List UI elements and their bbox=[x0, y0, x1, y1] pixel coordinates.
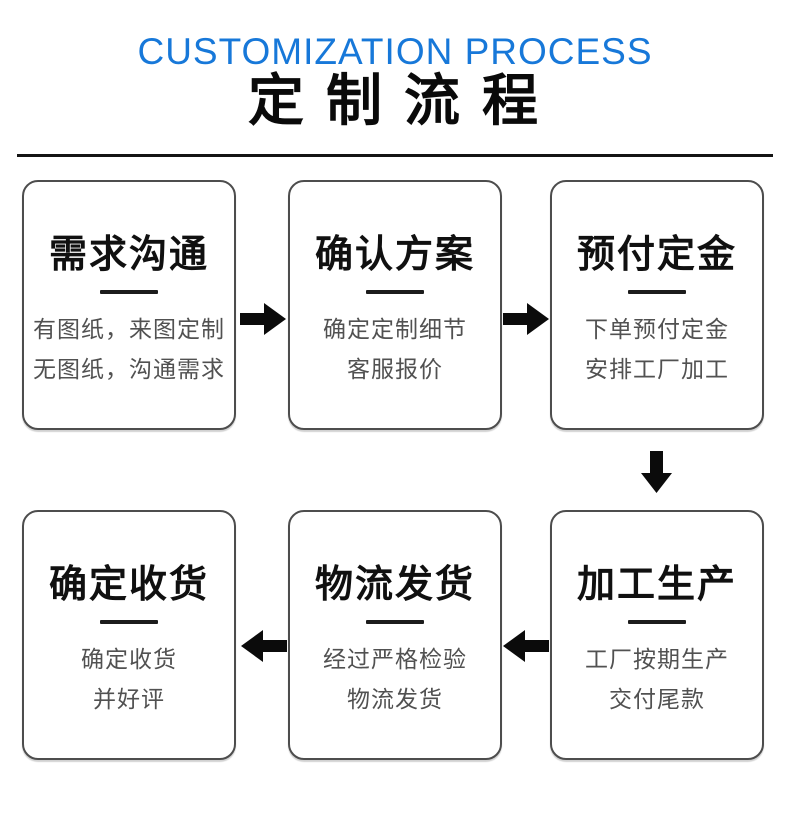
step-description-line: 确定收货 bbox=[81, 645, 177, 672]
step-title: 确认方案 bbox=[314, 233, 475, 276]
arrow-right-icon bbox=[503, 303, 549, 335]
header-divider-line bbox=[17, 154, 773, 157]
step-card-processing-production: 加工生产 工厂按期生产 交付尾款 bbox=[550, 510, 764, 760]
step-card-prepay-deposit: 预付定金 下单预付定金 安排工厂加工 bbox=[550, 180, 764, 430]
step-title: 加工生产 bbox=[576, 563, 737, 606]
title-underline-bar bbox=[366, 619, 424, 624]
step-description-line: 无图纸，沟通需求 bbox=[33, 355, 225, 382]
title-underline-bar bbox=[628, 289, 686, 294]
step-description-line: 工厂按期生产 bbox=[585, 645, 729, 672]
page-title-english: CUSTOMIZATION PROCESS bbox=[137, 31, 653, 72]
step-description-line: 客服报价 bbox=[347, 355, 443, 382]
title-underline-bar bbox=[100, 619, 158, 624]
step-description-line: 交付尾款 bbox=[609, 685, 705, 712]
arrow-left-icon bbox=[503, 630, 549, 662]
step-card-logistics-shipping: 物流发货 经过严格检验 物流发货 bbox=[288, 510, 502, 760]
step-card-requirement-communication: 需求沟通 有图纸，来图定制 无图纸，沟通需求 bbox=[22, 180, 236, 430]
arrow-left-icon bbox=[241, 630, 287, 662]
title-underline-bar bbox=[100, 289, 158, 294]
step-title: 物流发货 bbox=[314, 563, 475, 606]
step-card-confirm-plan: 确认方案 确定定制细节 客服报价 bbox=[288, 180, 502, 430]
arrow-down-icon bbox=[641, 451, 672, 493]
step-title: 预付定金 bbox=[576, 233, 737, 276]
step-description-line: 安排工厂加工 bbox=[585, 355, 729, 382]
step-description-line: 物流发货 bbox=[347, 685, 443, 712]
step-description-line: 确定定制细节 bbox=[323, 315, 467, 342]
step-card-confirm-receipt: 确定收货 确定收货 并好评 bbox=[22, 510, 236, 760]
step-description-line: 并好评 bbox=[93, 685, 165, 712]
arrow-right-icon bbox=[240, 303, 286, 335]
step-title: 需求沟通 bbox=[48, 233, 209, 276]
step-description-line: 经过严格检验 bbox=[323, 645, 467, 672]
step-title: 确定收货 bbox=[48, 563, 209, 606]
step-description-line: 下单预付定金 bbox=[585, 315, 729, 342]
step-description-line: 有图纸，来图定制 bbox=[33, 315, 225, 342]
title-underline-bar bbox=[366, 289, 424, 294]
title-underline-bar bbox=[628, 619, 686, 624]
page-title-chinese: 定 制 流 程 bbox=[248, 71, 542, 133]
